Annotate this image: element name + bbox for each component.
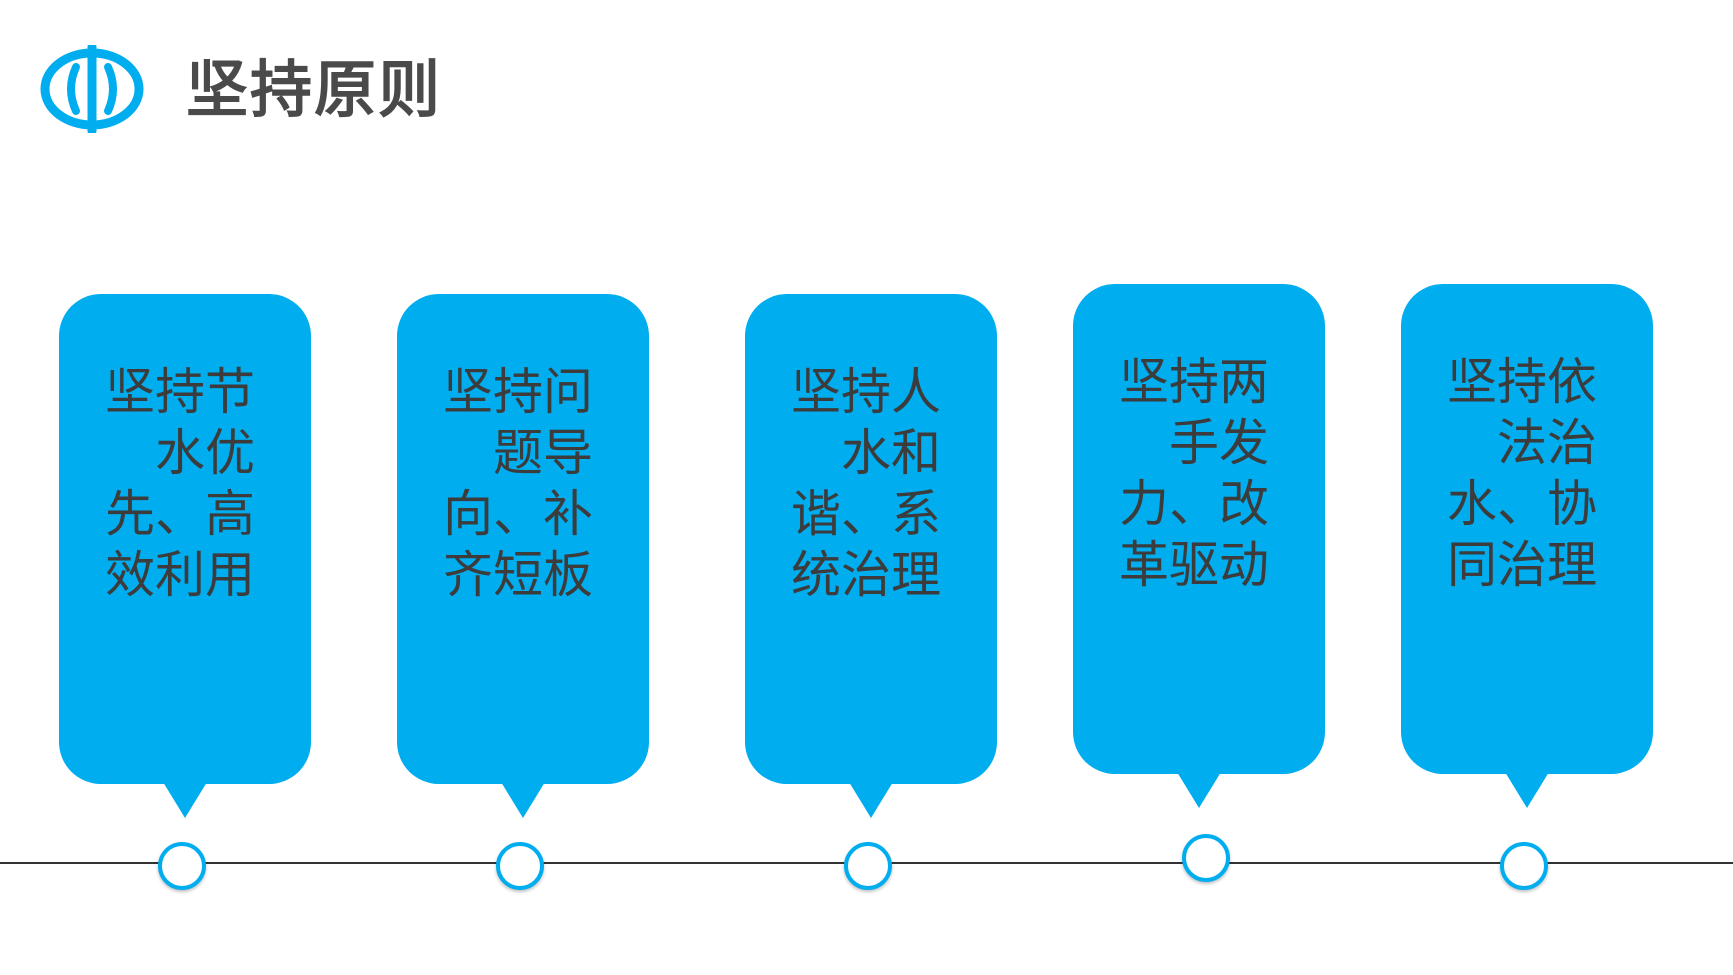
timeline-node-2 (496, 842, 544, 890)
principle-card-4: 坚持两手发力、改革驱动 (1073, 284, 1325, 808)
principle-card-5: 坚持依法治水、协同治理 (1401, 284, 1653, 808)
callout-pointer (849, 782, 893, 818)
principle-card-1: 坚持节水优先、高效利用 (59, 294, 311, 818)
water-logo-icon (40, 45, 144, 133)
timeline-node-5 (1500, 842, 1548, 890)
timeline-node-4 (1182, 834, 1230, 882)
principle-card-text: 坚持节水优先、高效利用 (105, 363, 255, 604)
principle-card-2: 坚持问题导向、补齐短板 (397, 294, 649, 818)
page-title: 坚持原则 (186, 53, 443, 126)
principle-card-text: 坚持依法治水、协同治理 (1447, 353, 1597, 594)
callout-pointer (501, 782, 545, 818)
principle-card-text: 坚持两手发力、改革驱动 (1119, 353, 1269, 594)
timeline-node-1 (158, 842, 206, 890)
principle-card-3: 坚持人水和谐、系统治理 (745, 294, 997, 818)
callout-pointer (163, 782, 207, 818)
callout-pointer (1505, 772, 1549, 808)
timeline-node-3 (844, 842, 892, 890)
principle-card-text: 坚持人水和谐、系统治理 (791, 363, 941, 604)
callout-pointer (1177, 772, 1221, 808)
principle-card-text: 坚持问题导向、补齐短板 (443, 363, 593, 604)
